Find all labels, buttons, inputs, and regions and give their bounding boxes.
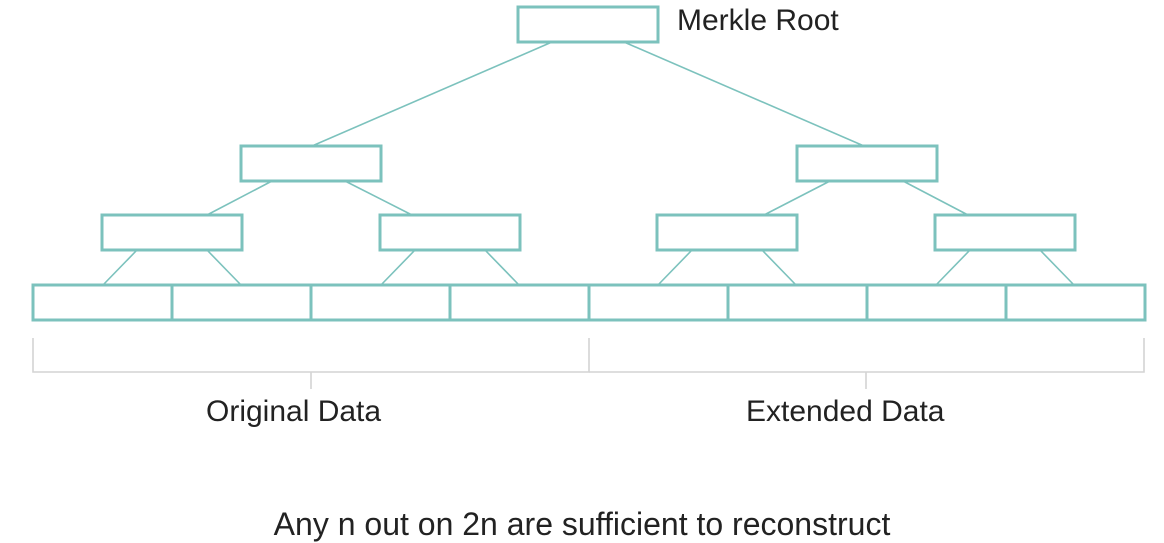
edge-root-right — [623, 41, 865, 147]
leaf-node-6 — [726, 283, 869, 322]
original-data-bracket — [32, 338, 590, 389]
leaf-node-7 — [865, 283, 1008, 322]
leaf-node-5 — [587, 283, 730, 322]
tree-edges — [102, 41, 1075, 286]
edge-r1-rl — [763, 180, 831, 216]
level1-node-left — [239, 144, 383, 183]
level1-node-right — [795, 144, 939, 183]
level2-node-4 — [933, 213, 1077, 252]
leaf-node-1 — [31, 283, 174, 322]
edge-n2-leaf3 — [380, 249, 416, 286]
edge-n3-leaf5 — [657, 249, 693, 286]
edge-l1-ll — [206, 180, 273, 216]
merkle-root-node — [516, 5, 660, 44]
level2-node-3 — [655, 213, 799, 252]
data-brackets — [32, 338, 1145, 389]
leaf-node-4 — [448, 283, 591, 322]
edge-n2-leaf4 — [484, 249, 520, 286]
level2-node-2 — [378, 213, 522, 252]
edge-n1-leaf2 — [206, 249, 242, 286]
edge-n3-leaf6 — [761, 249, 797, 286]
reconstruction-caption: Any n out on 2n are sufficient to recons… — [273, 506, 891, 542]
leaf-node-2 — [170, 283, 313, 322]
leaf-node-3 — [309, 283, 452, 322]
tree-nodes — [31, 5, 1147, 322]
merkle-root-label: Merkle Root — [677, 4, 839, 37]
edge-n4-leaf7 — [935, 249, 971, 286]
edge-root-left — [311, 41, 553, 147]
extended-data-bracket — [589, 338, 1145, 389]
leaf-node-8 — [1004, 283, 1147, 322]
edge-r1-rr — [902, 180, 969, 216]
edge-l1-lr — [344, 180, 413, 216]
level2-node-1 — [100, 213, 244, 252]
merkle-tree-diagram — [31, 5, 1147, 389]
edge-n4-leaf8 — [1039, 249, 1075, 286]
original-data-label: Original Data — [206, 395, 382, 428]
extended-data-label: Extended Data — [746, 395, 945, 428]
edge-n1-leaf1 — [102, 249, 138, 286]
